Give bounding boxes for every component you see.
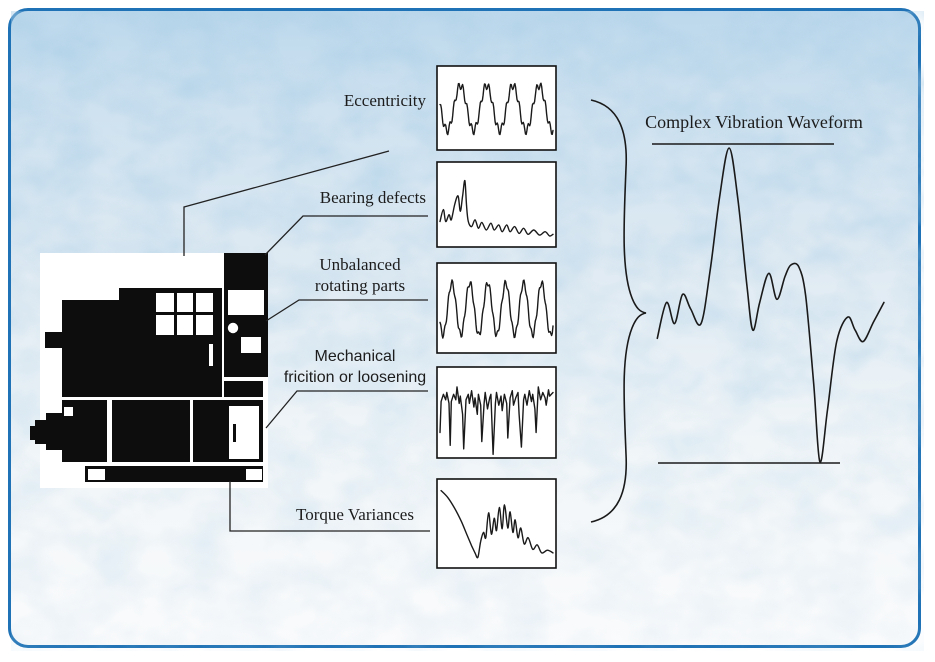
label-unbalanced-line1: Unbalanced xyxy=(319,255,401,274)
complex-vibration-waveform-title: Complex Vibration Waveform xyxy=(645,112,863,132)
label-mechanical-line2: fricition or loosening xyxy=(283,369,427,386)
bearing-defects-waveform xyxy=(439,179,554,237)
door-handle xyxy=(233,424,236,442)
label-torque-variances: Torque Variances xyxy=(296,505,414,524)
box-torque xyxy=(436,478,557,569)
leader-torque xyxy=(229,481,430,532)
unbalanced-waveform xyxy=(439,279,554,339)
box-eccentricity xyxy=(436,65,557,151)
box-mechanical xyxy=(436,366,557,459)
label-mechanical-friction: Mechanical fricition or loosening xyxy=(272,346,438,388)
label-unbalanced-rotating-parts: Unbalanced rotating parts xyxy=(281,254,439,296)
eccentricity-waveform xyxy=(439,82,554,136)
waveform-boxes xyxy=(436,65,557,569)
leader-eccentricity xyxy=(183,150,390,256)
label-mechanical-line1: Mechanical xyxy=(314,348,396,365)
leader-unbalanced xyxy=(265,299,428,322)
curly-brace xyxy=(590,99,647,523)
label-eccentricity: Eccentricity xyxy=(343,91,426,110)
complex-vibration-waveform xyxy=(656,147,885,463)
leader-mechanical xyxy=(265,390,428,429)
machine-panel xyxy=(228,290,264,315)
leader-bearing-defects xyxy=(264,215,428,256)
machine-tool-silhouette xyxy=(30,253,268,482)
label-unbalanced-line2: rotating parts xyxy=(314,276,406,295)
leader-lines xyxy=(183,150,430,532)
machine-button xyxy=(227,322,239,334)
mechanical-friction-waveform xyxy=(439,386,554,456)
torque-variances-waveform xyxy=(440,489,554,559)
label-bearing-defects: Bearing defects xyxy=(319,188,426,207)
waveform-traces xyxy=(439,82,885,559)
